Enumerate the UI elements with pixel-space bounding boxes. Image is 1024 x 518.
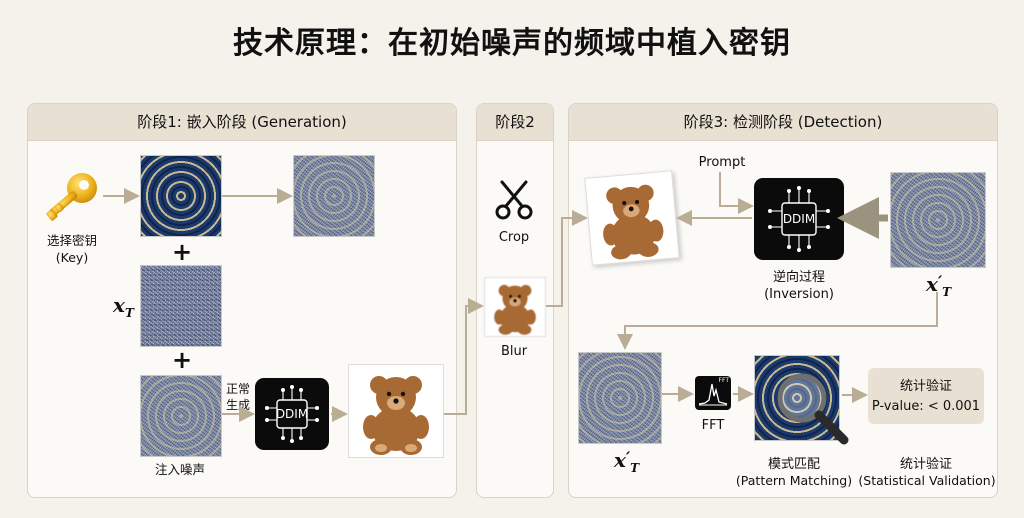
watermarked-noise-image bbox=[293, 155, 375, 237]
magnifier-icon bbox=[777, 373, 849, 445]
page-title: 技术原理：在初始噪声的频域中植入密钥 bbox=[233, 26, 791, 61]
ddim-generation-label: DDIM bbox=[275, 407, 309, 421]
xTp-top-prime: ′ bbox=[937, 272, 943, 291]
arrow-prompt-to-ddim bbox=[719, 172, 754, 214]
key-label-en: (Key) bbox=[55, 250, 89, 265]
inversion-label-en: (Inversion) bbox=[764, 287, 834, 302]
ddim-generation-block: DDIM bbox=[255, 378, 329, 450]
xTp-top-sub: T bbox=[942, 285, 952, 299]
stage3-header: 阶段3: 检测阶段 (Detection) bbox=[569, 104, 997, 141]
stat-label-cn: 统计验证 bbox=[899, 457, 952, 472]
attacked-teddy-image bbox=[584, 170, 680, 266]
ddim-inversion-label: DDIM bbox=[782, 212, 816, 226]
arrow-teddy-to-blur bbox=[444, 298, 484, 415]
inversion-label-cn: 逆向过程 bbox=[772, 270, 825, 285]
stage2-header: 阶段2 bbox=[477, 104, 553, 141]
xTp-top-x: x bbox=[926, 272, 938, 296]
arrow-xTp-to-bottom bbox=[617, 292, 938, 350]
stat-validation-box: 统计验证 P-value: < 0.001 bbox=[868, 368, 984, 424]
xT-symbol-x: x bbox=[113, 293, 125, 317]
initial-noise-image bbox=[140, 265, 222, 347]
key-icon bbox=[46, 173, 97, 221]
xT-symbol-sub: T bbox=[124, 306, 134, 320]
stat-label-en: (Statistical Validation) bbox=[858, 473, 996, 488]
recovered-noise-image-2 bbox=[578, 352, 662, 444]
xTp-bottom-sub: T bbox=[630, 461, 640, 475]
chip-icon-inversion bbox=[768, 186, 830, 252]
chip-icon bbox=[265, 385, 319, 443]
stage1-header: 阶段1: 嵌入阶段 (Generation) bbox=[28, 104, 456, 141]
plus-sign-1: + bbox=[172, 238, 193, 266]
xTp-symbol-bottom: x′T bbox=[614, 448, 639, 475]
pattern-label-cn: 模式匹配 bbox=[767, 457, 820, 472]
key-pattern-image bbox=[140, 155, 222, 237]
xTp-bottom-x: x bbox=[614, 448, 626, 472]
inject-noise-label: 注入噪声 bbox=[154, 462, 205, 477]
recovered-noise-image bbox=[890, 172, 986, 268]
stat-box-title: 统计验证 bbox=[899, 379, 952, 394]
teddy-bear-attacked bbox=[603, 184, 664, 260]
generated-teddy-image bbox=[348, 364, 444, 458]
injected-noise-image bbox=[140, 375, 222, 457]
xTp-bottom-prime: ′ bbox=[625, 448, 631, 467]
fft-icon-text: FFT bbox=[718, 377, 729, 384]
normal-gen-label-1: 正常 bbox=[225, 382, 250, 396]
prompt-label: Prompt bbox=[698, 155, 746, 170]
fft-label: FFT bbox=[701, 418, 725, 433]
stat-box-value: P-value: < 0.001 bbox=[871, 399, 981, 414]
fft-chart-icon: FFT bbox=[695, 376, 731, 410]
blurred-teddy-image bbox=[484, 277, 546, 337]
scissors-icon bbox=[495, 180, 533, 220]
teddy-bear-image bbox=[363, 376, 429, 455]
teddy-bear-blur bbox=[494, 284, 536, 335]
xTp-symbol-top: x′T bbox=[926, 272, 951, 299]
key-label-cn: 选择密钥 bbox=[46, 233, 97, 248]
crop-label: Crop bbox=[498, 230, 530, 245]
arrow-blur-to-attacked bbox=[546, 210, 588, 307]
ddim-inversion-block: DDIM bbox=[754, 178, 844, 260]
pattern-label-en: (Pattern Matching) bbox=[735, 473, 853, 488]
fft-chart-graphic bbox=[698, 383, 728, 406]
plus-sign-2: + bbox=[172, 346, 193, 374]
blur-label: Blur bbox=[500, 344, 528, 359]
xT-symbol: xT bbox=[113, 293, 134, 320]
